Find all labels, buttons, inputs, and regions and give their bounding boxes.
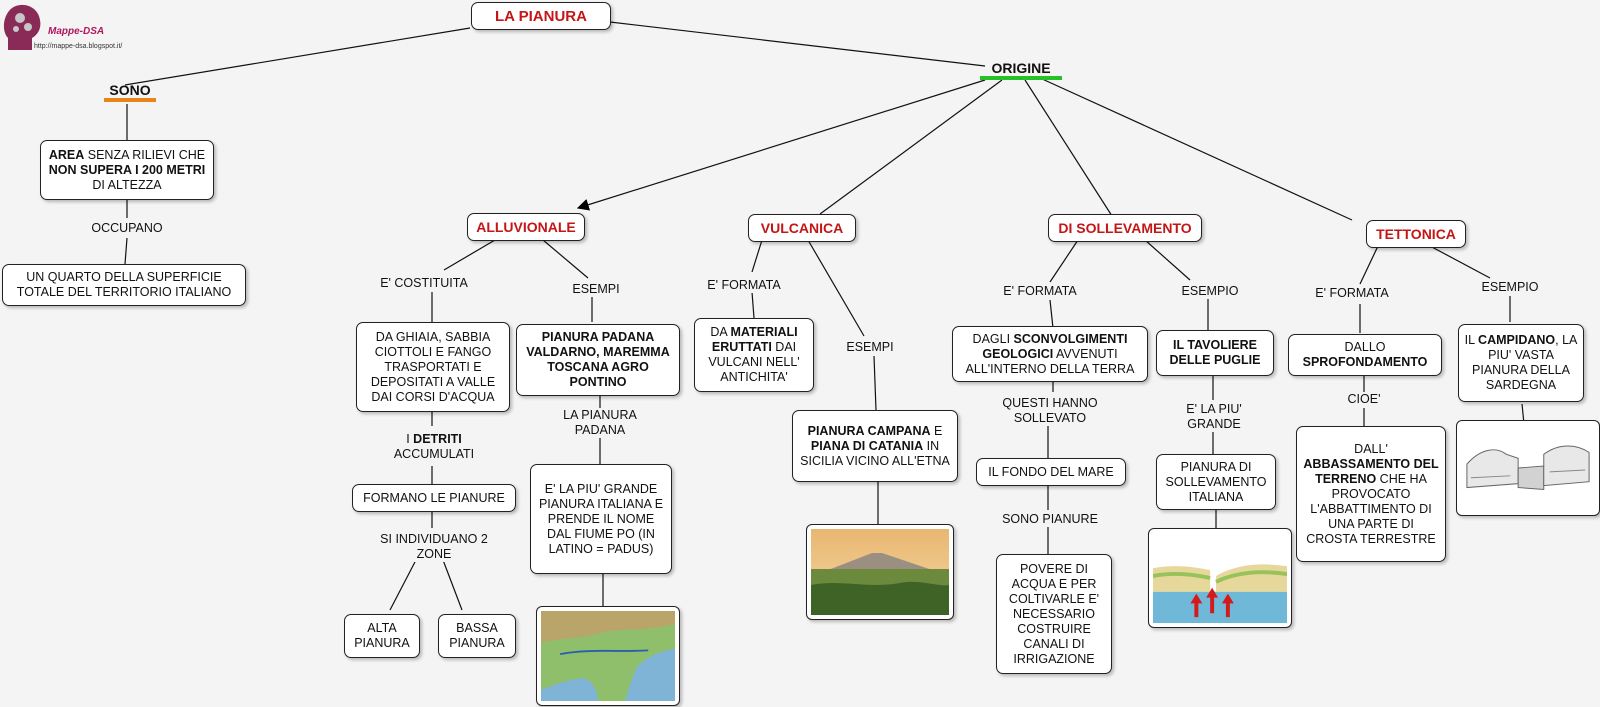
sono-extent: UN QUARTO DELLA SUPERFICIE TOTALE DEL TE…: [2, 264, 246, 306]
alluvionale-examples: PIANURA PADANA VALDARNO, MAREMMA TOSCANA…: [516, 324, 680, 396]
link-questi: QUESTI HANNO SOLLEVATO: [1000, 396, 1100, 426]
link-occupano: OCCUPANO: [91, 221, 163, 236]
padana-description: E' LA PIU' GRANDE PIANURA ITALIANA E PRE…: [530, 464, 672, 574]
sollevamento-fondo: IL FONDO DEL MARE: [976, 458, 1126, 486]
brain-gear-icon: [3, 4, 41, 50]
sono-definition: AREA SENZA RILIEVI CHE NON SUPERA I 200 …: [40, 140, 214, 200]
title-box: LA PIANURA: [471, 2, 611, 30]
sollevamento-cause: DAGLI SCONVOLGIMENTI GEOLOGICI AVVENUTI …: [952, 326, 1148, 382]
category-alluvionale: ALLUVIONALE: [467, 213, 585, 241]
link-esempio-tettonica: ESEMPIO: [1481, 280, 1539, 295]
tectonic-block-icon: [1461, 425, 1595, 511]
link-cioe: CIOE': [1347, 392, 1381, 407]
volcano-landscape-icon: [811, 529, 949, 615]
tettonica-dallo: DALLO SPROFONDAMENTO: [1288, 334, 1442, 376]
link-esempio-sollevamento: ESEMPIO: [1181, 284, 1239, 299]
padana-map-image: [536, 606, 680, 706]
logo-url[interactable]: http://mappe-dsa.blogspot.it/: [34, 43, 123, 50]
link-sono-pianure: SONO PIANURE: [1002, 512, 1098, 527]
alluvionale-detriti: I DETRITI ACCUMULATI: [389, 432, 479, 462]
vulcanica-examples: PIANURA CAMPANA E PIANA DI CATANIA IN SI…: [792, 410, 958, 482]
logo-name: Mappe-DSA: [48, 26, 105, 37]
origine-heading: ORIGINE: [980, 60, 1062, 80]
tettonica-example: IL CAMPIDANO, LA PIU' VASTA PIANURA DELL…: [1458, 324, 1584, 402]
link-esempi-vulcanica: ESEMPI: [846, 340, 894, 355]
link-costituita: E' COSTITUITA: [380, 276, 468, 291]
alluvionale-formano: FORMANO LE PIANURE: [352, 484, 516, 512]
bassa-pianura: BASSA PIANURA: [438, 614, 516, 658]
uplift-diagram-icon: [1153, 533, 1287, 623]
alta-pianura: ALTA PIANURA: [344, 614, 420, 658]
uplift-diagram-image: [1148, 528, 1292, 628]
link-piu-grande: E' LA PIU' GRANDE: [1179, 402, 1249, 432]
link-formata-sollevamento: E' FORMATA: [1003, 284, 1077, 299]
etna-landscape-image: [806, 524, 954, 620]
link-pianura-padana: LA PIANURA PADANA: [550, 408, 650, 438]
link-zone: SI INDIVIDUANO 2 ZONE: [379, 532, 489, 562]
page-title: LA PIANURA: [495, 7, 587, 25]
sono-heading: SONO: [104, 82, 156, 102]
category-tettonica: TETTONICA: [1366, 220, 1466, 248]
map-icon: [541, 611, 675, 701]
tectonic-block-image: [1456, 420, 1600, 516]
link-formata-vulcanica: E' FORMATA: [707, 278, 781, 293]
link-esempi-alluvionale: ESEMPI: [572, 282, 620, 297]
sollevamento-povere: POVERE DI ACQUA E PER COLTIVARLE E' NECE…: [996, 554, 1112, 674]
alluvionale-composition: DA GHIAIA, SABBIA CIOTTOLI E FANGO TRASP…: [356, 322, 510, 412]
vulcanica-materials: DA MATERIALI ERUTTATI DAI VULCANI NELL' …: [694, 318, 814, 392]
category-vulcanica: VULCANICA: [748, 214, 856, 242]
sollevamento-example: IL TAVOLIERE DELLE PUGLIE: [1156, 330, 1274, 376]
category-sollevamento: DI SOLLEVAMENTO: [1048, 214, 1202, 242]
logo: Mappe-DSA http://mappe-dsa.blogspot.it/: [2, 2, 132, 54]
link-formata-tettonica: E' FORMATA: [1315, 286, 1389, 301]
tettonica-abbassamento: DALL' ABBASSAMENTO DEL TERRENO CHE HA PR…: [1296, 426, 1446, 562]
sollevamento-grande: PIANURA DI SOLLEVAMENTO ITALIANA: [1156, 454, 1276, 510]
